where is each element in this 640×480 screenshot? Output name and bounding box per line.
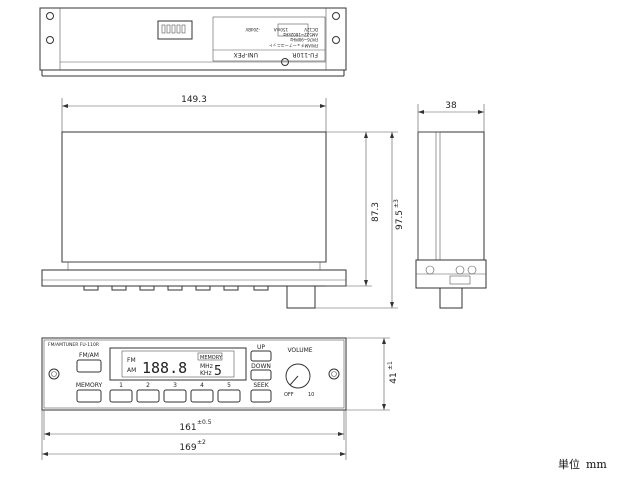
spec-line-5: 150mA	[273, 27, 288, 32]
dim-height-outer: 97.5	[395, 210, 405, 230]
profile-front-panel	[41, 269, 347, 287]
display-band-am: AM	[127, 367, 136, 374]
down-button-label: DOWN	[251, 363, 271, 370]
preset-button-5[interactable]	[217, 389, 241, 403]
display-unit-khz: KHz	[200, 370, 212, 377]
spec-line-3: AM522~1602kHz	[283, 32, 318, 37]
dim-front-width-inner-tol: ±0.5	[197, 419, 212, 426]
panel-screw	[48, 368, 60, 380]
preset-buttons: 1 2 3 4 5	[109, 382, 241, 403]
seek-button[interactable]	[250, 389, 272, 403]
volume-off-label: OFF	[284, 392, 294, 398]
profile-view: 149.3 87.3 97.5	[41, 95, 405, 309]
dim-top-width: 149.3	[181, 95, 207, 105]
spec-line-6: -20dBV	[245, 27, 260, 32]
preset-label-1: 1	[119, 382, 123, 389]
dim-front-height: 41	[389, 372, 399, 383]
display-frequency: 188.8	[142, 359, 187, 377]
band-button[interactable]	[76, 359, 102, 373]
spec-line-4: DC12V	[304, 27, 318, 32]
up-button-label: UP	[257, 344, 265, 351]
side-body	[417, 131, 485, 261]
unit-value: mm	[586, 458, 607, 471]
dim-front-height-tol: ±1	[387, 361, 394, 370]
screw-hole	[281, 58, 289, 66]
preset-label-4: 4	[200, 382, 204, 389]
volume-knob-pointer-icon	[289, 375, 299, 386]
up-button[interactable]	[250, 350, 272, 362]
preset-button-2[interactable]	[136, 389, 160, 403]
preset-button-4[interactable]	[190, 389, 214, 403]
side-volume-knob	[439, 287, 463, 309]
model-label: FM/AMTUNER FU-110R	[48, 342, 99, 348]
label-title: UNI-PEX	[234, 51, 258, 58]
display-preset-digit: 5	[214, 364, 222, 379]
display-band-fm: FM	[127, 357, 136, 364]
display-memory-indicator: MEMORY	[200, 355, 223, 361]
seek-button-label: SEEK	[253, 382, 269, 389]
preset-label-2: 2	[146, 382, 150, 389]
profile-volume-knob	[286, 285, 316, 309]
band-button-label: FM/AM	[79, 352, 99, 359]
screw-hole	[332, 12, 340, 20]
display-unit-mhz: MHz	[200, 363, 213, 370]
profile-body	[61, 131, 327, 263]
unit-label: 単位 mm	[558, 456, 607, 472]
lcd-display	[109, 347, 247, 381]
dim-height-outer-tol: ±3	[393, 199, 400, 208]
memory-button-label: MEMORY	[76, 382, 103, 389]
spec-line-2: FM76~90MHz	[290, 37, 318, 42]
volume-max-label: 10	[308, 392, 314, 398]
screw-hole	[46, 36, 54, 44]
screw-hole	[332, 36, 340, 44]
dim-side-depth: 38	[445, 101, 457, 111]
memory-button[interactable]	[76, 389, 102, 403]
front-panel-view: FM/AMTUNER FU-110R FM/AM MEMORY FM AM 18…	[41, 337, 399, 460]
preset-label-3: 3	[173, 382, 177, 389]
preset-button-1[interactable]	[109, 389, 133, 403]
right-side-view: 38	[415, 101, 487, 309]
spec-label	[212, 16, 326, 62]
dim-front-width-inner: 161	[179, 423, 196, 433]
volume-label: VOLUME	[287, 347, 312, 354]
screw-hole	[46, 12, 54, 20]
label-model: FU-110R	[292, 51, 318, 58]
dim-front-width-outer: 169	[179, 443, 196, 453]
dim-front-width-outer-tol: ±2	[197, 439, 206, 446]
top-view-chassis	[39, 7, 347, 71]
panel-screw	[328, 368, 340, 380]
down-button[interactable]	[250, 369, 272, 381]
preset-button-3[interactable]	[163, 389, 187, 403]
preset-label-5: 5	[227, 382, 231, 389]
unit-label-text: 単位	[558, 458, 580, 471]
top-view: FM/AMチューナーユニット FM76~90MHz AM522~1602kHz …	[39, 7, 347, 77]
spec-line-1: FM/AMチューナーユニット	[269, 43, 318, 49]
dim-height-inner: 87.3	[371, 202, 381, 222]
